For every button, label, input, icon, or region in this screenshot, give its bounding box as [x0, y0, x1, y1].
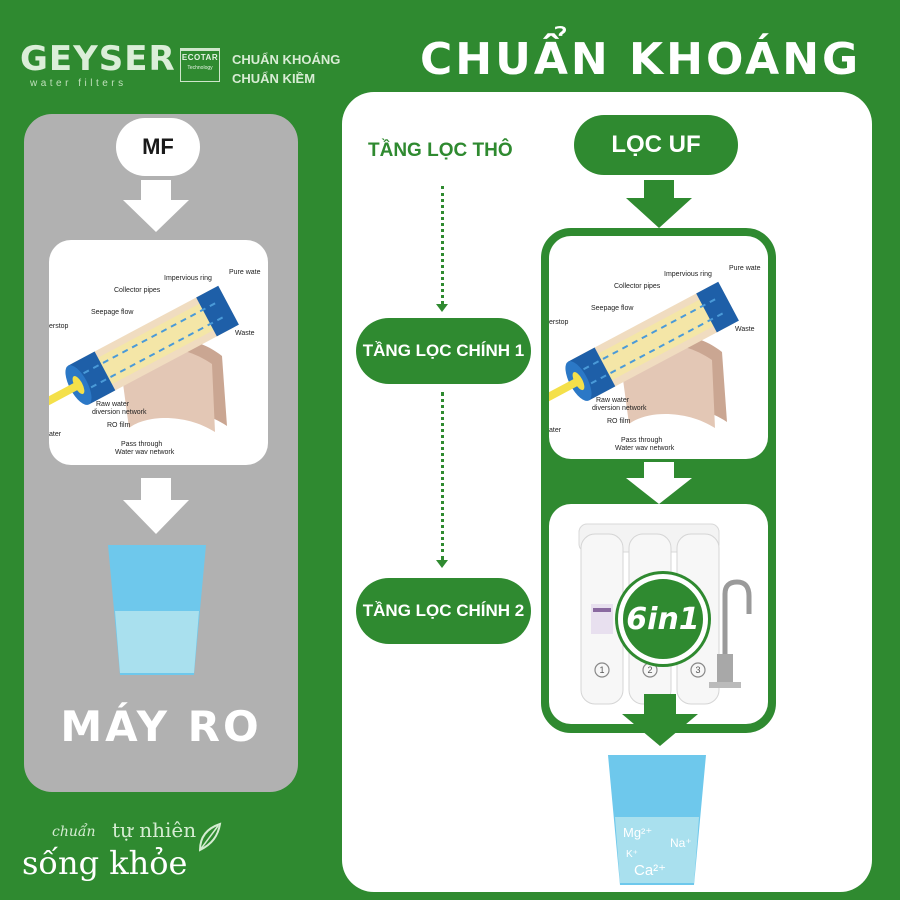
- label-waste: Waste: [235, 330, 255, 337]
- cartridge-number-ring: [594, 662, 610, 678]
- slogan-song-khoe: sống khỏe: [22, 844, 188, 882]
- slogan-tu-nhien: tự nhiên: [112, 818, 197, 842]
- eco-name: ECOTAR: [181, 53, 219, 62]
- label-pure: Pure wate: [729, 265, 761, 272]
- brand-name: GEYSER: [20, 39, 176, 79]
- ion-k: K⁺: [626, 849, 638, 860]
- label-impervious: Impervious ring: [664, 271, 712, 278]
- leaf-icon: [198, 822, 222, 852]
- label-diversion: diversion network: [592, 405, 647, 412]
- mf-label: MF: [116, 118, 200, 176]
- label-seepage: Seepage flow: [91, 309, 134, 316]
- label-waterway: Water wav network: [615, 445, 675, 452]
- cartridge-number-ring: [642, 662, 658, 678]
- down-arrow-icon: [622, 694, 698, 746]
- mineral-ions: Mg²⁺ Na⁺ K⁺ Ca²⁺: [623, 825, 692, 879]
- label-stop: erstop: [549, 319, 569, 326]
- label-raw: Raw water: [96, 401, 130, 408]
- label-stop: erstop: [49, 323, 69, 330]
- label-ro-film: RO film: [107, 422, 131, 429]
- label-waste: Waste: [735, 326, 755, 333]
- eco-bar: [180, 48, 220, 51]
- label-collector: Collector pipes: [614, 283, 661, 290]
- label-waterway: Water wav network: [115, 449, 175, 456]
- cartridge-number: 3: [695, 665, 700, 675]
- main-title: CHUẨN KHOÁNG: [420, 34, 862, 85]
- cartridge-number-ring: [690, 662, 706, 678]
- six-in-one-badge: 6in1: [618, 574, 708, 664]
- slogan-chuan: chuẩn: [52, 824, 96, 840]
- down-arrow-icon: [626, 180, 692, 228]
- ion-ca: Ca²⁺: [634, 862, 666, 879]
- uf-filter-label: LỌC UF: [574, 115, 738, 175]
- brand-sub: water filters: [30, 78, 127, 89]
- dotted-arrowhead: [436, 560, 448, 568]
- glass-icon: [108, 545, 206, 675]
- label-seepage: Seepage flow: [591, 305, 634, 312]
- label-pass: Pass through: [121, 441, 162, 448]
- label-diversion: diversion network: [92, 409, 147, 416]
- label-water: ater: [549, 427, 562, 434]
- ecotar-logo: ECOTAR Technology: [180, 48, 220, 82]
- eco-sub: Technology: [187, 65, 213, 71]
- dotted-connector: [441, 392, 444, 560]
- ro-machine-label: MÁY RO: [60, 702, 262, 751]
- dotted-arrowhead: [436, 304, 448, 312]
- tagline-2: CHUẨN KIỀM: [232, 71, 316, 86]
- down-arrow-icon: [123, 180, 189, 232]
- label-ro-film: RO film: [607, 418, 631, 425]
- cartridge-number: 1: [599, 665, 604, 675]
- ro-membrane-diagram: Impervious ring Pure wate Collector pipe…: [49, 269, 261, 456]
- uf-membrane-image: Impervious ring Pure wate Collector pipe…: [549, 236, 768, 459]
- label-pure: Pure wate: [229, 269, 261, 276]
- label-raw: Raw water: [596, 397, 630, 404]
- label-pass: Pass through: [621, 437, 662, 444]
- dotted-connector: [441, 186, 444, 304]
- stage-coarse-label: TẦNG LỌC THÔ: [368, 140, 513, 161]
- stage-main-1-label: TẦNG LỌC CHÍNH 1: [356, 318, 531, 384]
- mineral-glass-icon: [608, 755, 706, 885]
- cartridge-number: 2: [647, 665, 652, 675]
- ro-membrane-image: Impervious ring Pure wate Collector pipe…: [49, 240, 268, 465]
- uf-membrane-diagram: Impervious ring Pure wate Collector pipe…: [549, 265, 761, 452]
- label-water: ater: [49, 431, 62, 438]
- tagline-1: CHUẨN KHOÁNG: [232, 52, 341, 67]
- label-collector: Collector pipes: [114, 287, 161, 294]
- ion-na: Na⁺: [670, 836, 692, 850]
- down-arrow-icon: [626, 462, 692, 504]
- geyser-logo: GEYSER water filters: [20, 42, 176, 89]
- tagline: CHUẨN KHOÁNG CHUẨN KIỀM: [232, 50, 340, 88]
- ion-mg: Mg²⁺: [623, 825, 652, 840]
- stage-main-2-label: TẦNG LỌC CHÍNH 2: [356, 578, 531, 644]
- label-impervious: Impervious ring: [164, 275, 212, 282]
- down-arrow-icon: [123, 478, 189, 534]
